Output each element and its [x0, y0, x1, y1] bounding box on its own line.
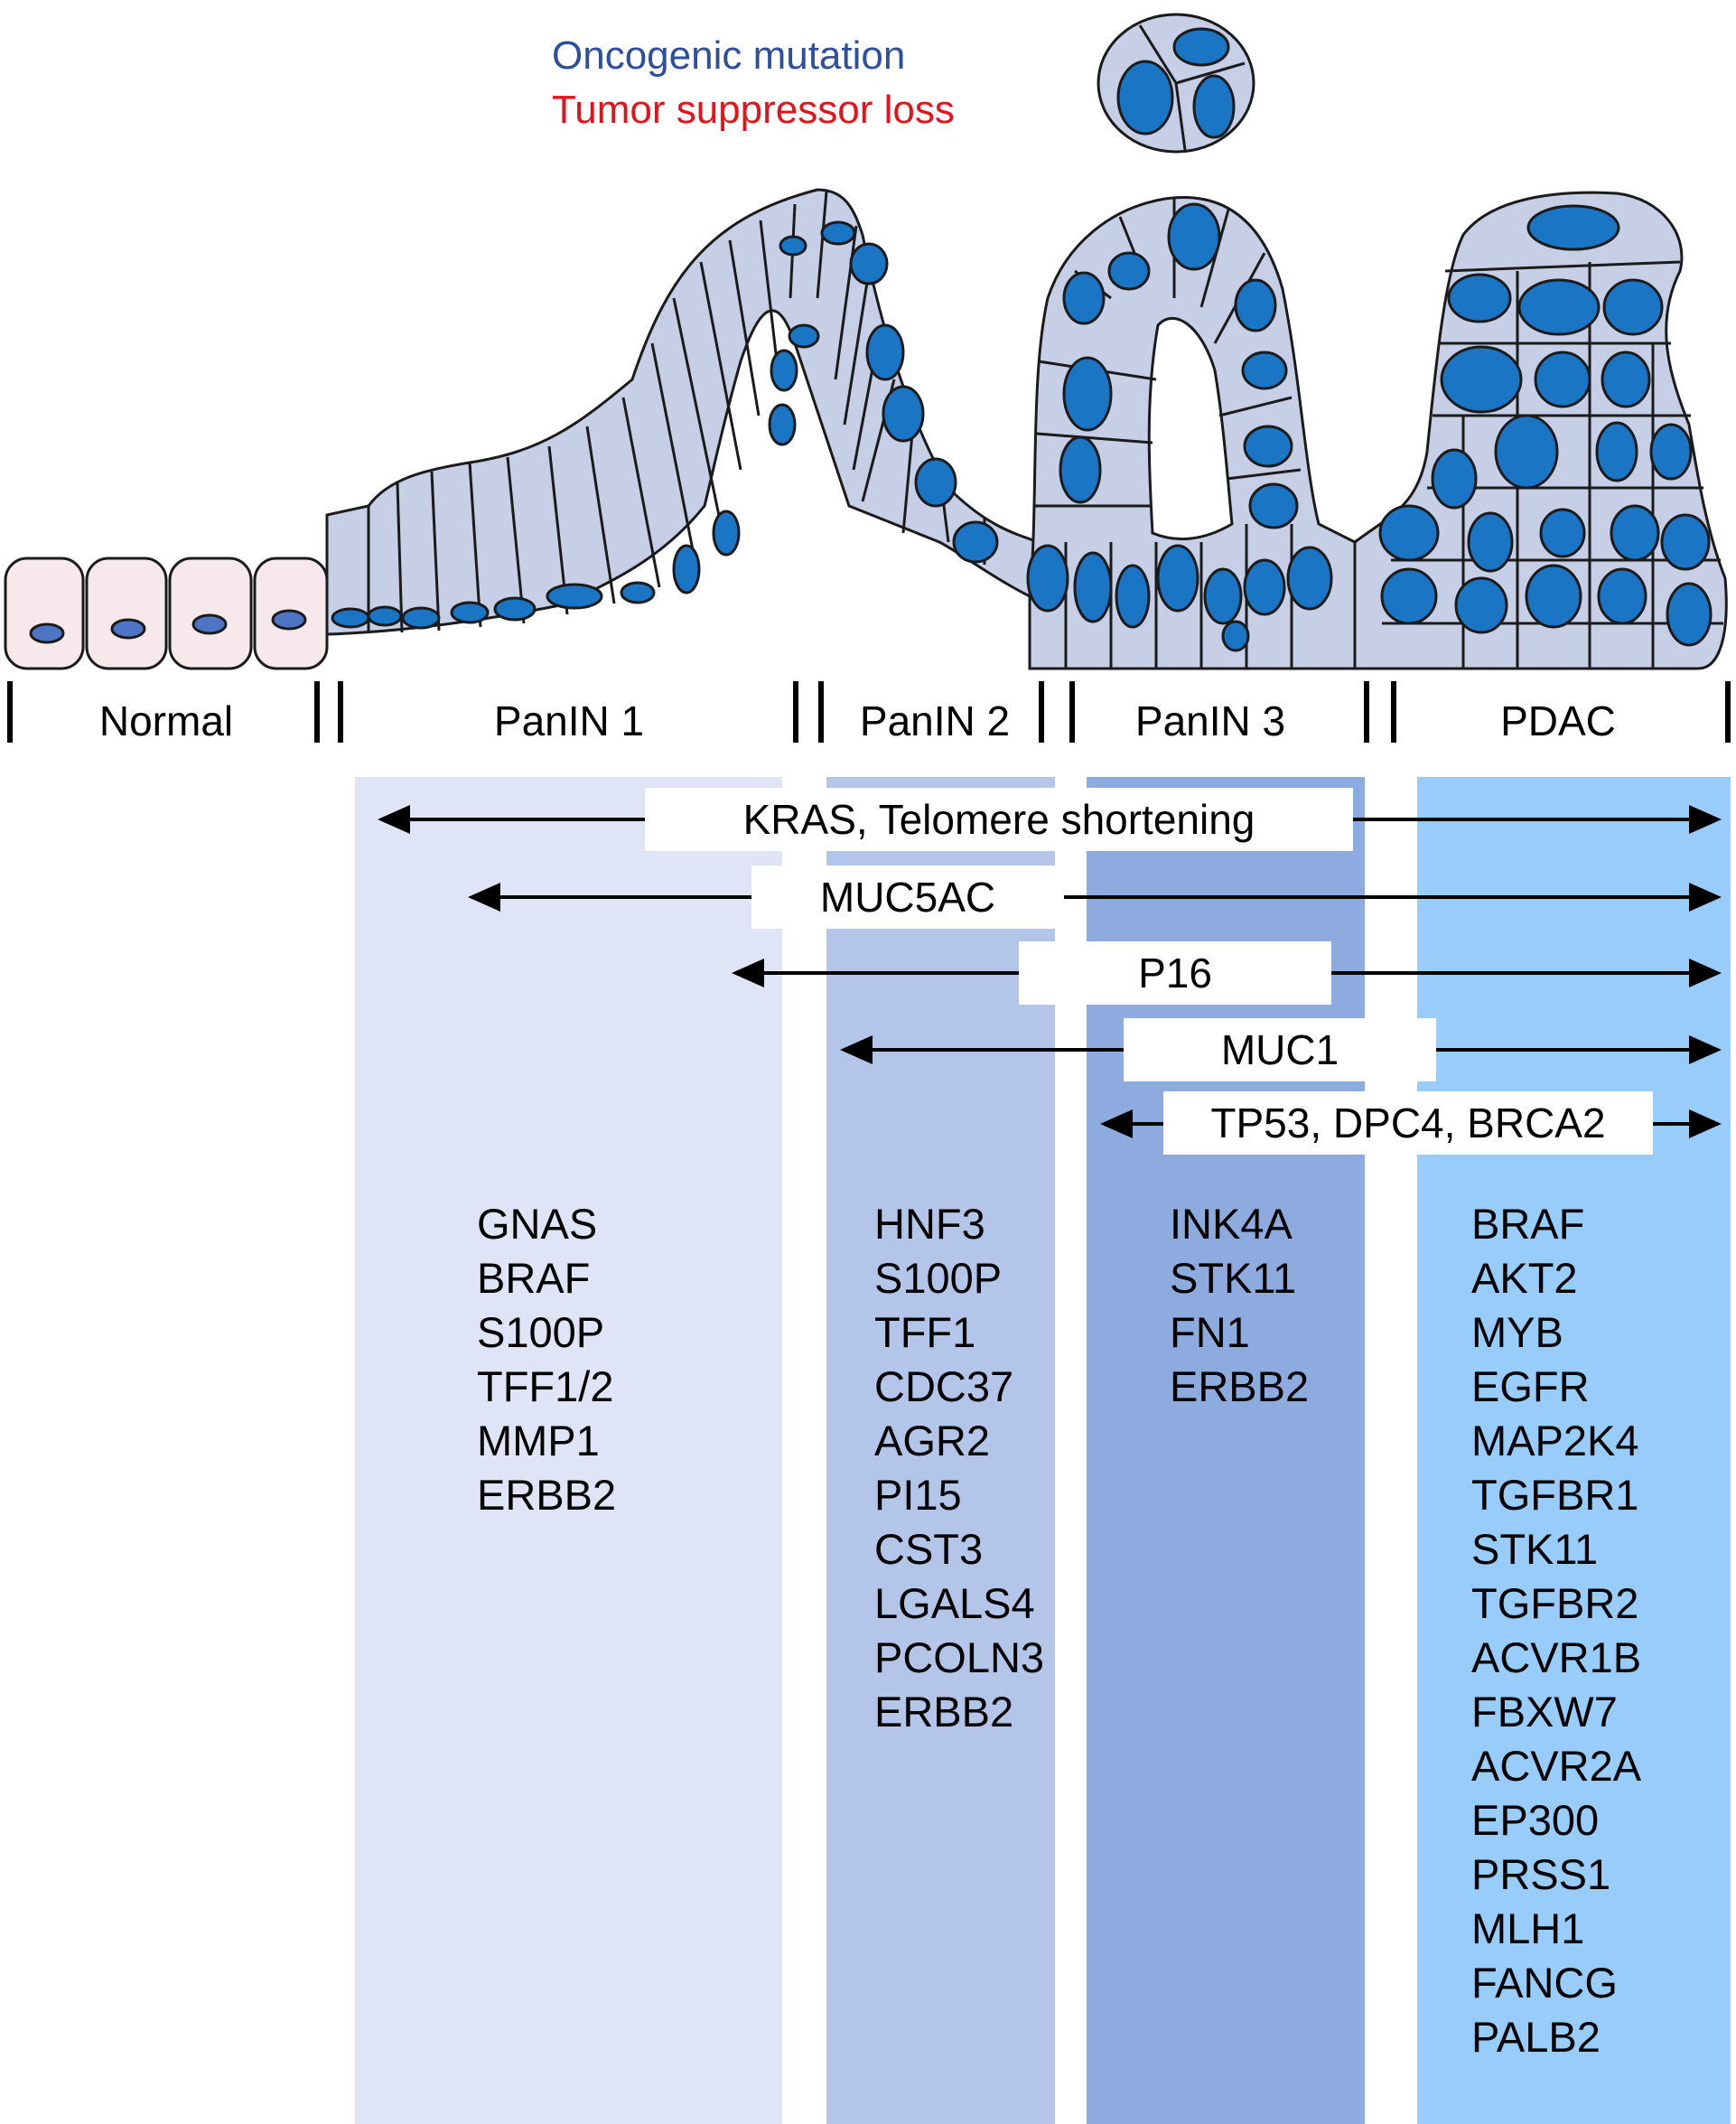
gene-item: ERBB2: [1170, 1362, 1310, 1410]
legend-tumor-suppressor-loss: Tumor suppressor loss: [552, 88, 955, 132]
gene-list-panin1: GNAS BRAF S100P TFF1/2 MMP1 ERBB2: [477, 1197, 616, 1522]
divider: [818, 681, 824, 743]
legend-oncogenic-mutation: Oncogenic mutation: [552, 33, 906, 78]
gene-item: MLH1: [1471, 1904, 1585, 1952]
normal-cells: [4, 557, 329, 670]
stage-label-pdac: PDAC: [1500, 697, 1616, 744]
stage-label-panin2: PanIN 2: [859, 697, 1011, 744]
gene-item: MAP2K4: [1471, 1417, 1639, 1464]
alteration-arrows: [378, 805, 1722, 1138]
gene-item: MMP1: [477, 1417, 600, 1464]
band-panin1: [355, 777, 782, 2124]
gene-item: PRSS1: [1471, 1850, 1611, 1898]
gene-item: TGFBR2: [1471, 1579, 1639, 1627]
gene-item: PI15: [874, 1471, 962, 1519]
stage-label-panin3: PanIN 3: [1134, 697, 1286, 744]
gene-list-panin3: INK4A STK11 FN1 ERBB2: [1170, 1197, 1309, 1414]
gene-item: STK11: [1170, 1254, 1297, 1302]
gene-item: CDC37: [874, 1362, 1014, 1410]
gene-item: ACVR1B: [1471, 1633, 1642, 1681]
pancreatic-duct-progression-illustration: [4, 13, 1728, 670]
gene-item: HNF3: [874, 1200, 985, 1248]
gene-item: CST3: [874, 1525, 984, 1573]
gene-item: ACVR2A: [1471, 1742, 1642, 1790]
stage-header: Normal PanIN 1 PanIN 2 PanIN 3 PDAC: [0, 669, 1736, 768]
gene-item: PCOLN3: [874, 1633, 1045, 1681]
alteration-label-p16: P16: [1019, 941, 1331, 1005]
gene-item: ERBB2: [477, 1471, 617, 1519]
gene-item: TGFBR1: [1471, 1471, 1639, 1519]
pdac-cell-mass: [1353, 191, 1728, 670]
gene-item: FN1: [1170, 1308, 1250, 1356]
alteration-label-kras-telomere: KRAS, Telomere shortening: [645, 788, 1353, 851]
alteration-label-muc1: MUC1: [1124, 1018, 1436, 1081]
gene-item: AKT2: [1471, 1254, 1578, 1302]
gene-item: BRAF: [1471, 1200, 1585, 1248]
divider: [1364, 681, 1369, 743]
panin-columnar-epithelium: [325, 188, 1041, 636]
gene-item: S100P: [477, 1308, 605, 1356]
gene-item: S100P: [874, 1254, 1003, 1302]
gene-item: INK4A: [1170, 1200, 1293, 1248]
gene-item: STK11: [1471, 1525, 1599, 1573]
gene-item: EGFR: [1471, 1362, 1590, 1410]
gene-item: TFF1/2: [477, 1362, 614, 1410]
gene-item: GNAS: [477, 1200, 598, 1248]
gene-item: EP300: [1471, 1796, 1600, 1844]
divider: [793, 681, 798, 743]
gene-item: FBXW7: [1471, 1688, 1618, 1736]
divider: [1725, 681, 1731, 743]
gene-item: LGALS4: [874, 1579, 1035, 1627]
gene-item: ERBB2: [874, 1688, 1014, 1736]
detached-cell-cluster: [1097, 13, 1255, 154]
gene-item: AGR2: [874, 1417, 990, 1464]
gene-item: TFF1: [874, 1308, 976, 1356]
alteration-label-muc5ac: MUC5AC: [751, 866, 1064, 929]
gene-item: PALB2: [1471, 2013, 1601, 2061]
divider: [338, 681, 343, 743]
gene-item: FANCG: [1471, 1959, 1618, 2007]
divider: [314, 681, 320, 743]
gene-list-panin2: HNF3 S100P TFF1 CDC37 AGR2 PI15 CST3 LGA…: [874, 1197, 1044, 1739]
band-panin2: [826, 777, 1055, 2124]
divider: [1039, 681, 1044, 743]
gene-item: MYB: [1471, 1308, 1563, 1356]
stage-label-panin1: PanIN 1: [493, 697, 645, 744]
band-pdac: [1417, 777, 1731, 2124]
divider: [7, 681, 13, 743]
gene-list-pdac: BRAF AKT2 MYB EGFR MAP2K4 TGFBR1 STK11 T…: [1471, 1197, 1641, 2064]
panin3-epithelium: [1026, 196, 1357, 670]
alteration-label-tp53-dpc4-brca2: TP53, DPC4, BRCA2: [1163, 1091, 1653, 1155]
gene-item: BRAF: [477, 1254, 591, 1302]
divider: [1391, 681, 1396, 743]
divider: [1069, 681, 1075, 743]
stage-label-normal: Normal: [98, 697, 234, 744]
